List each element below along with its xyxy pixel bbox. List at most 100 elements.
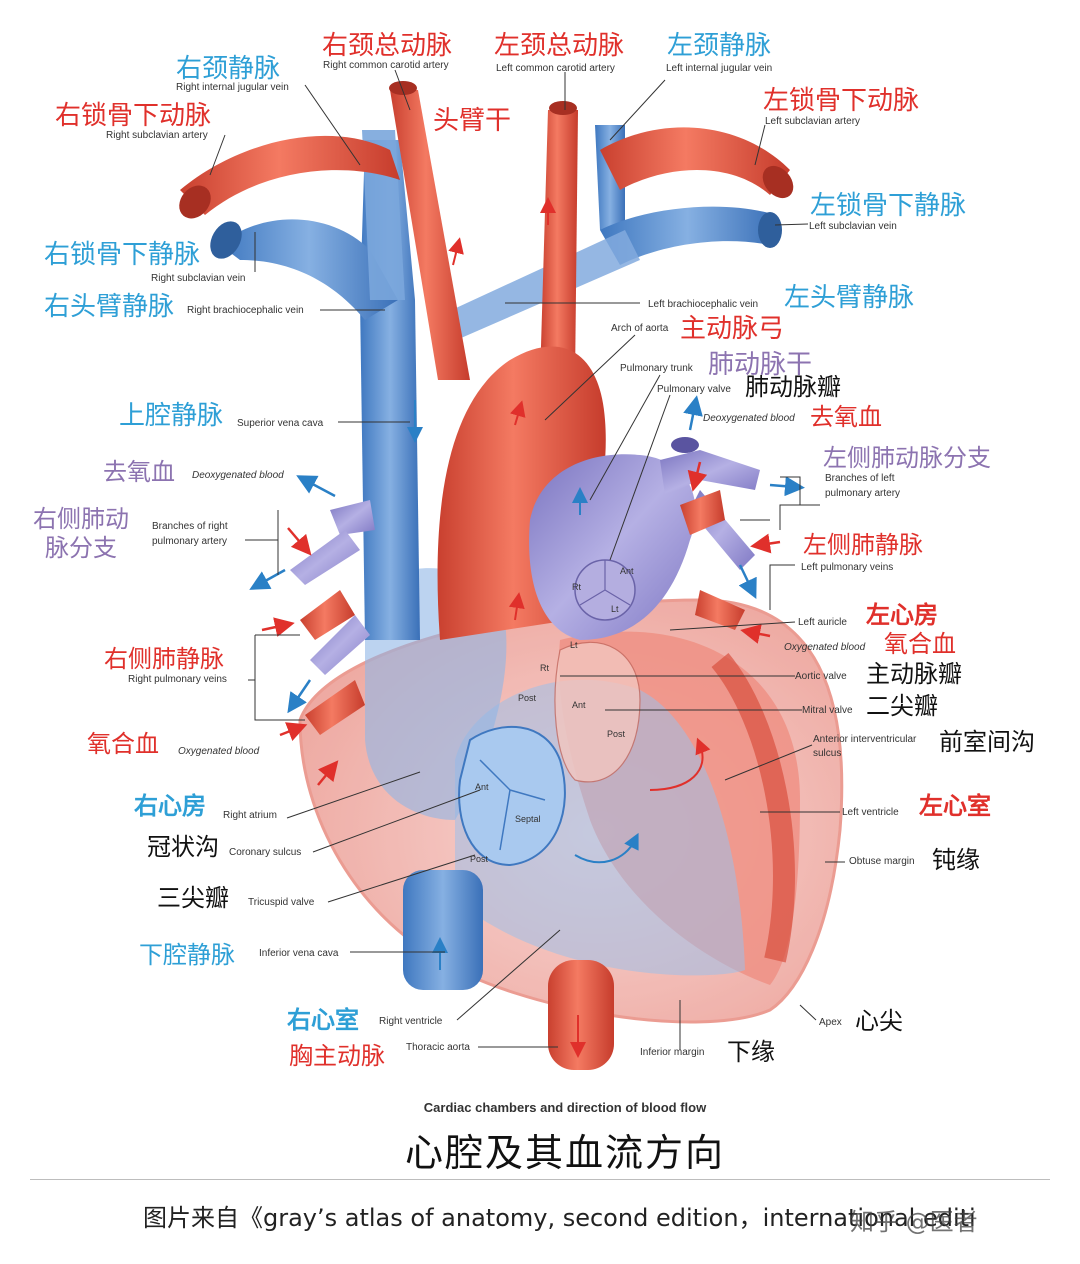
label-deoxy-right-en: Deoxygenated blood xyxy=(192,470,284,481)
label-pulmonary-valve-en: Pulmonary valve xyxy=(657,384,731,395)
label-oxy-right-en: Oxygenated blood xyxy=(178,746,260,757)
label-r-carotid-en: Right common carotid artery xyxy=(323,60,449,71)
label-tricuspid-en: Tricuspid valve xyxy=(248,897,315,908)
label-right-atrium-zh: 右心房 xyxy=(134,792,206,820)
label-r-pa-branches-en2: pulmonary artery xyxy=(152,536,227,547)
label-ant-iv-sulcus-en2: sulcus xyxy=(813,748,841,759)
label-left-ventricle-en: Left ventricle xyxy=(842,807,899,818)
cusp-pulm-lt: Lt xyxy=(611,604,619,614)
label-ivc-en: Inferior vena cava xyxy=(259,948,339,959)
label-l-pa-branches-zh: 左侧肺动脉分支 xyxy=(823,444,991,472)
label-r-subclavian-a-en: Right subclavian artery xyxy=(106,130,208,141)
valve-cusp-labels: Rt Ant Lt Lt Rt Post Ant Post Ant Septal… xyxy=(470,566,634,864)
label-deoxy-left-en: Deoxygenated blood xyxy=(703,413,795,424)
label-apex-en: Apex xyxy=(819,1017,842,1028)
label-svc-zh: 上腔静脉 xyxy=(119,401,223,431)
label-obtuse-margin-zh: 钝缘 xyxy=(932,846,980,874)
label-r-pa-branches-zh1: 右侧肺动 xyxy=(33,505,129,533)
label-r-pulm-veins-en: Right pulmonary veins xyxy=(128,674,227,685)
label-pulmonary-valve-zh: 肺动脉瓣 xyxy=(745,373,841,401)
label-right-atrium-en: Right atrium xyxy=(223,810,277,821)
label-l-brachiocephalic-v-zh: 左头臂静脉 xyxy=(784,283,914,313)
label-coronary-sulcus-zh: 冠状沟 xyxy=(147,833,219,861)
source-caption: 图片来自《gray’s atlas of anatomy, second edi… xyxy=(143,1204,976,1232)
label-svc-en: Superior vena cava xyxy=(237,418,324,429)
label-aortic-valve-zh: 主动脉瓣 xyxy=(866,660,962,688)
label-ivc-zh: 下腔静脉 xyxy=(139,941,235,969)
watermark: 知乎 @医者 xyxy=(850,1208,978,1236)
cusp-tric-septal: Septal xyxy=(515,814,541,824)
cusp-aortic-post: Post xyxy=(518,693,537,703)
label-left-auricle-zh: 左心房 xyxy=(866,601,938,629)
label-inferior-margin-zh: 下缘 xyxy=(727,1038,775,1066)
label-r-carotid-zh: 右颈总动脉 xyxy=(322,31,452,61)
label-l-subclavian-v-zh: 左锁骨下静脉 xyxy=(810,191,966,221)
label-oxy-left-zh: 氧合血 xyxy=(884,630,956,658)
cusp-mitral-post: Post xyxy=(607,729,626,739)
label-r-jugular-zh: 右颈静脉 xyxy=(176,54,280,84)
pulmonary-trunk-vessel xyxy=(529,454,696,640)
label-l-pulm-veins-en: Left pulmonary veins xyxy=(801,562,893,573)
label-obtuse-margin-en: Obtuse margin xyxy=(849,856,915,867)
label-tricuspid-zh: 三尖瓣 xyxy=(157,884,229,912)
label-l-pa-branches-en1: Branches of left xyxy=(825,473,895,484)
label-l-brachiocephalic-v-en: Left brachiocephalic vein xyxy=(648,299,758,310)
cusp-pulm-rt: Rt xyxy=(572,582,581,592)
mitral-valve-shape xyxy=(554,641,641,783)
cusp-mitral-ant: Ant xyxy=(572,700,586,710)
label-apex-zh: 心尖 xyxy=(855,1007,903,1035)
label-r-pa-branches-zh2: 脉分支 xyxy=(45,534,117,562)
ivc-vessel xyxy=(403,870,483,990)
label-left-auricle-en: Left auricle xyxy=(798,617,847,628)
label-right-ventricle-en: Right ventricle xyxy=(379,1016,443,1027)
label-r-jugular-en: Right internal jugular vein xyxy=(176,82,289,93)
tricuspid-valve-shape xyxy=(458,725,566,867)
label-mitral-valve-zh: 二尖瓣 xyxy=(866,692,938,720)
label-thoracic-aorta-en: Thoracic aorta xyxy=(406,1042,470,1053)
label-l-jugular-en: Left internal jugular vein xyxy=(666,63,772,74)
figure-title-zh: 心腔及其血流方向 xyxy=(404,1131,725,1175)
label-mitral-valve-en: Mitral valve xyxy=(802,705,853,716)
label-brachiocephalic-trunk-zh: 头臂干 xyxy=(433,106,511,136)
label-l-pa-branches-en2: pulmonary artery xyxy=(825,488,900,499)
cusp-pulm-ant: Ant xyxy=(620,566,634,576)
figure-title-en: Cardiac chambers and direction of blood … xyxy=(423,1100,707,1115)
label-arch-aorta-zh: 主动脉弓 xyxy=(680,314,784,344)
label-oxy-right-zh: 氧合血 xyxy=(87,730,159,758)
label-l-subclavian-v-en: Left subclavian vein xyxy=(809,221,897,232)
label-l-carotid-zh: 左颈总动脉 xyxy=(494,31,624,61)
label-r-brachiocephalic-v-en: Right brachiocephalic vein xyxy=(187,305,304,316)
label-r-subclavian-v-zh: 右锁骨下静脉 xyxy=(44,240,200,270)
label-right-ventricle-zh: 右心室 xyxy=(287,1006,359,1034)
label-l-subclavian-a-zh: 左锁骨下动脉 xyxy=(763,86,919,116)
label-thoracic-aorta-zh: 胸主动脉 xyxy=(289,1042,385,1070)
label-pulmonary-trunk-zh: 肺动脉干 xyxy=(708,350,812,380)
label-aortic-valve-en: Aortic valve xyxy=(795,671,847,682)
cusp-tric-post: Post xyxy=(470,854,489,864)
divider xyxy=(30,1179,1050,1180)
label-r-pulm-veins-zh: 右侧肺静脉 xyxy=(104,645,224,673)
label-deoxy-left-zh: 去氧血 xyxy=(810,403,882,431)
label-coronary-sulcus-en: Coronary sulcus xyxy=(229,847,301,858)
leader-lines xyxy=(209,69,845,1050)
anatomy xyxy=(179,81,844,1070)
label-r-subclavian-v-en: Right subclavian vein xyxy=(151,273,246,284)
label-arch-aorta-en: Arch of aorta xyxy=(611,323,669,334)
labels: 右颈总动脉 Right common carotid artery 左颈总动脉 … xyxy=(33,31,1035,1070)
label-l-subclavian-a-en: Left subclavian artery xyxy=(765,116,860,127)
label-l-jugular-zh: 左颈静脉 xyxy=(667,31,771,61)
cusp-tric-ant: Ant xyxy=(475,782,489,792)
label-deoxy-right-zh: 去氧血 xyxy=(103,458,175,486)
label-r-pa-branches-en1: Branches of right xyxy=(152,521,228,532)
label-r-brachiocephalic-v-zh: 右头臂静脉 xyxy=(44,292,174,322)
label-l-pulm-veins-zh: 左侧肺静脉 xyxy=(803,531,923,559)
label-oxy-left-en: Oxygenated blood xyxy=(784,642,866,653)
label-left-ventricle-zh: 左心室 xyxy=(919,792,991,820)
label-pulmonary-trunk-en: Pulmonary trunk xyxy=(620,363,694,374)
label-ant-iv-sulcus-en1: Anterior interventricular xyxy=(813,734,917,745)
cusp-aortic-rt: Rt xyxy=(540,663,549,673)
thoracic-aorta-vessel xyxy=(548,960,614,1070)
label-l-carotid-en: Left common carotid artery xyxy=(496,63,615,74)
label-ant-iv-sulcus-zh: 前室间沟 xyxy=(939,728,1035,756)
